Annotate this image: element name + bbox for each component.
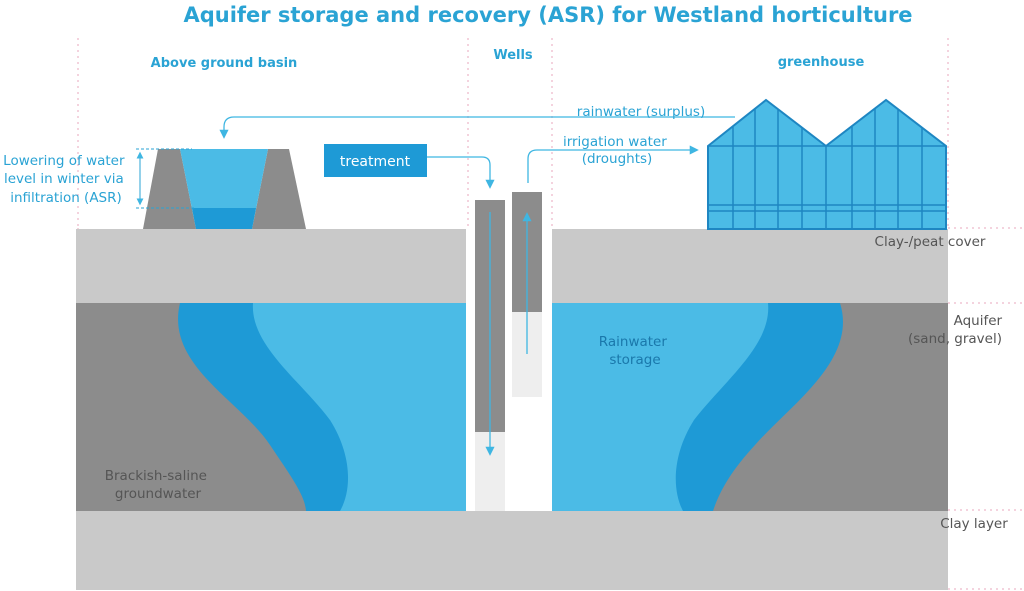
rainwater-surplus-arrow (219, 116, 735, 139)
clay-peat-layer-left (76, 229, 468, 303)
basin-wall-left (143, 149, 196, 229)
wells-heading: Wells (493, 48, 533, 63)
clay-peat-layer-right (552, 229, 948, 303)
greenhouse (707, 98, 947, 230)
irrigation-arrow (527, 145, 699, 183)
greenhouse-heading: greenhouse (778, 55, 865, 70)
brackish-label: Brackish-saline groundwater (105, 468, 212, 502)
clay-layer-label: Clay layer (940, 516, 1008, 532)
rainwater-surplus-label: rainwater (surplus) (577, 104, 705, 120)
rainwater-storage-label: Rainwater storage (599, 334, 671, 368)
treatment-to-well-arrow (427, 156, 495, 189)
basin-lowered-level (192, 208, 256, 229)
treatment-label: treatment (340, 154, 411, 170)
lowering-label: Lowering of water level in winter via in… (3, 153, 129, 206)
aquifer-label: Aquifer (sand, gravel) (908, 313, 1006, 347)
irrigation-label: irrigation water (droughts) (563, 134, 671, 167)
diagram-title: Aquifer storage and recovery (ASR) for W… (183, 3, 912, 27)
clay-peat-label: Clay-/peat cover (875, 234, 986, 250)
basin-wall-right (252, 149, 306, 229)
basin-heading: Above ground basin (151, 56, 298, 71)
rainwater-storage-light (252, 303, 769, 511)
treatment-box (324, 144, 427, 177)
clay-bottom-layer (76, 511, 948, 590)
